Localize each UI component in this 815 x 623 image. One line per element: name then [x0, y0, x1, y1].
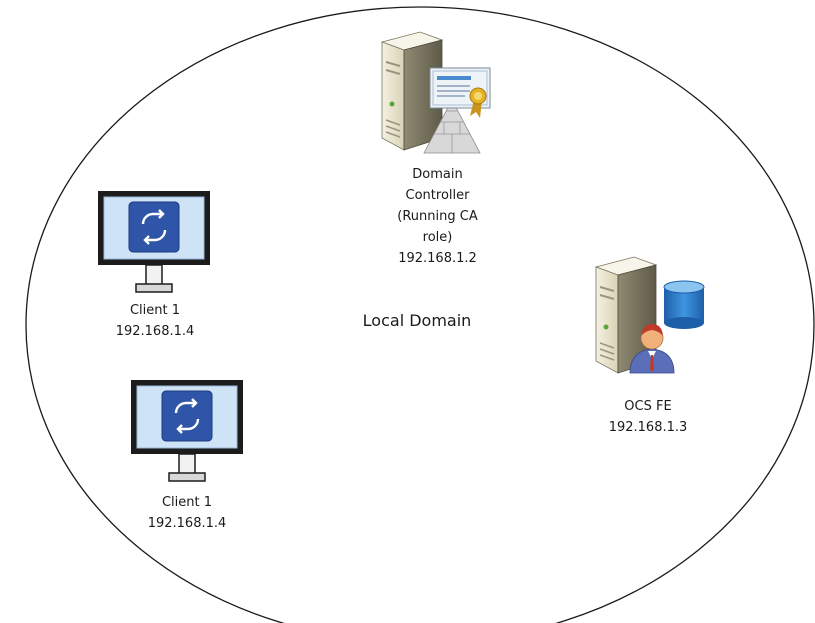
- ocs-fe-name: OCS FE: [624, 399, 672, 414]
- client-a-name: Client 1: [129, 303, 181, 318]
- domain-controller-line-3: (Running CA: [397, 209, 478, 224]
- domain-controller-node[interactable]: [370, 28, 500, 163]
- local-domain-label: Local Domain: [362, 311, 472, 330]
- client-b-label: Client 1 192.168.1.4: [127, 492, 247, 534]
- domain-controller-line-2: Controller: [405, 188, 470, 203]
- domain-controller-label: Domain Controller (Running CA role) 192.…: [370, 164, 505, 269]
- client-a-label: Client 1 192.168.1.4: [95, 300, 215, 342]
- domain-controller-ip: 192.168.1.2: [398, 251, 477, 266]
- domain-controller-line-4: role): [422, 230, 453, 245]
- domain-controller-line-1: Domain: [412, 167, 463, 182]
- client-b-node[interactable]: [130, 379, 244, 482]
- client-a-ip: 192.168.1.4: [115, 324, 195, 339]
- server-database-user-icon: [594, 256, 705, 374]
- monitor-icon: [98, 191, 210, 293]
- client-a-node[interactable]: [97, 190, 211, 293]
- ocs-fe-ip: 192.168.1.3: [608, 420, 688, 435]
- client-b-name: Client 1: [161, 495, 213, 510]
- monitor-icon: [131, 380, 243, 482]
- client-b-ip: 192.168.1.4: [147, 516, 227, 531]
- ocs-fe-label: OCS FE 192.168.1.3: [588, 396, 708, 438]
- ocs-fe-node[interactable]: [590, 255, 708, 380]
- server-certificate-icon: [380, 31, 491, 154]
